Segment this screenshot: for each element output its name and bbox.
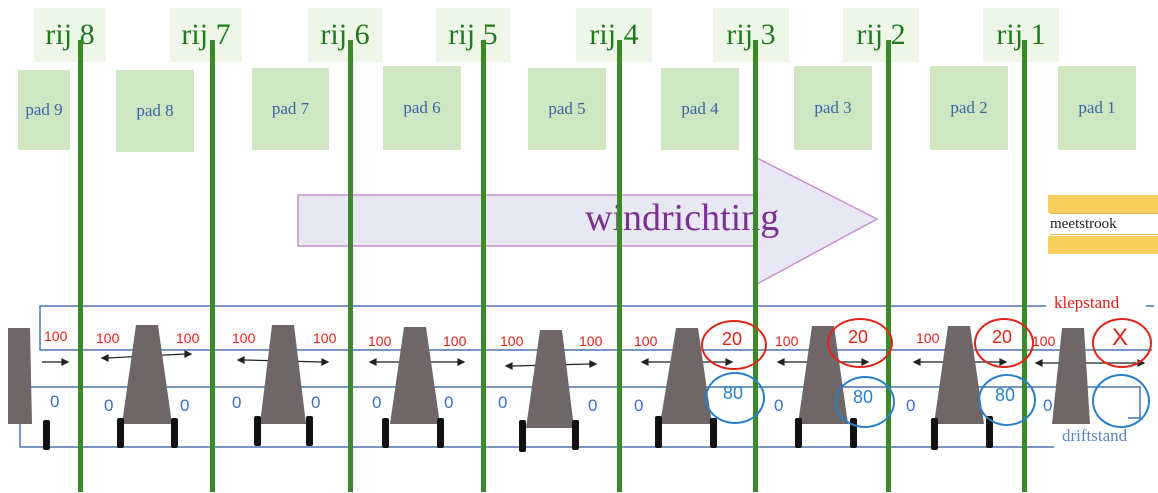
drift-value: 0	[906, 396, 916, 415]
klep-value: 100	[634, 333, 658, 349]
klep-value: 100	[96, 330, 120, 346]
row-pole-5	[481, 40, 486, 492]
drift-highlight-value: 80	[852, 387, 874, 407]
klep-value: 100	[313, 330, 337, 346]
meetstrook-strip-bottom	[1048, 236, 1158, 254]
pad-8: pad 8	[116, 70, 194, 152]
pad-4: pad 4	[661, 68, 739, 150]
klep-value: 100	[916, 330, 940, 346]
pad-7: pad 7	[252, 68, 329, 150]
drift-value: 0	[774, 396, 784, 415]
drift-value: 0	[180, 396, 190, 415]
drift-value: 0	[311, 393, 321, 412]
klep-highlight-ring	[974, 318, 1034, 368]
drift-highlight-ring	[835, 376, 895, 428]
klep-highlight-ring	[1092, 318, 1152, 368]
klep-value: 100	[500, 333, 524, 349]
row-pole-4	[617, 40, 622, 492]
drift-highlight-ring	[1092, 374, 1150, 428]
klep-value: 100	[1032, 333, 1056, 349]
klep-value: 100	[176, 330, 200, 346]
klep-highlight-value: 20	[991, 327, 1013, 347]
row-label-2: rij 2	[843, 8, 919, 62]
meetstrook-strip-top	[1048, 195, 1158, 213]
drift-highlight-value: 80	[994, 385, 1016, 405]
klep-value: 100	[579, 333, 603, 349]
drift-value: 0	[634, 396, 644, 415]
pad-5: pad 5	[528, 68, 606, 150]
row-label-1: rij 1	[983, 8, 1059, 62]
row-pole-3	[753, 40, 758, 492]
drift-value: 0	[588, 396, 598, 415]
klepstand-label: klepstand	[1048, 293, 1126, 313]
drift-value: 0	[104, 396, 114, 415]
drift-highlight-ring	[705, 372, 765, 424]
drift-value: 0	[50, 392, 60, 411]
klep-value: 100	[775, 333, 799, 349]
row-label-7: rij 7	[170, 8, 242, 62]
klep-value: 100	[368, 333, 392, 349]
pad-9: pad 9	[18, 70, 70, 150]
klep-value: 100	[232, 330, 256, 346]
drift-highlight-value: 80	[722, 383, 744, 403]
klep-highlight-ring	[701, 320, 767, 370]
pad-1: pad 1	[1058, 66, 1136, 150]
pad-3: pad 3	[794, 66, 872, 150]
row-label-6: rij 6	[308, 8, 382, 62]
klep-highlight-ring	[827, 318, 893, 368]
row-pole-7	[210, 40, 215, 492]
row-pole-8	[78, 40, 83, 492]
row-pole-1	[1022, 40, 1027, 492]
row-label-4: rij 4	[576, 8, 652, 62]
klep-value: 100	[443, 333, 467, 349]
driftstand-label: driftstand	[1062, 426, 1128, 445]
row-label-8: rij 8	[34, 8, 106, 62]
row-pole-6	[348, 40, 353, 492]
meetstrook-label: meetstrook	[1050, 213, 1158, 235]
pad-2: pad 2	[930, 66, 1008, 150]
klep-highlight-value: 20	[721, 329, 743, 349]
row-label-5: rij 5	[436, 8, 510, 62]
drift-value: 0	[232, 393, 242, 412]
klep-highlight-value: 20	[847, 327, 869, 347]
drift-value: 0	[444, 393, 454, 412]
klep-closed-marker: X	[1111, 324, 1128, 351]
drift-value: 0	[372, 393, 382, 412]
klep-value: 100	[44, 328, 68, 344]
drift-value: 0	[498, 393, 508, 412]
row-pole-2	[886, 40, 891, 492]
row-label-3: rij 3	[713, 8, 789, 62]
drift-highlight-ring	[978, 374, 1036, 426]
drift-value: 0	[1043, 396, 1053, 415]
pad-6: pad 6	[383, 66, 461, 150]
